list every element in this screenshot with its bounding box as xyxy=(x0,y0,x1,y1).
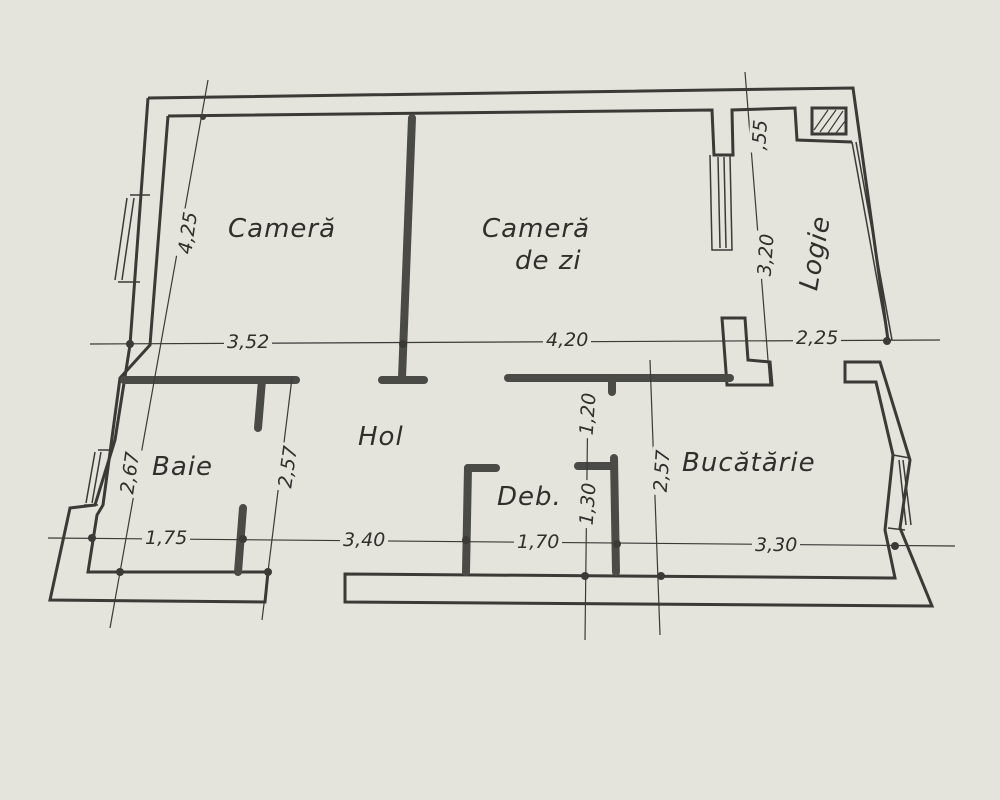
logie-door xyxy=(709,154,733,251)
dim-logie-top: ,55 xyxy=(747,116,773,154)
room-label-deb: Deb. xyxy=(497,482,562,512)
dim-camera-width: 3,52 xyxy=(224,331,273,353)
wall-camera-divider xyxy=(398,114,416,382)
inner-wall-top xyxy=(167,106,853,157)
dim-deb-width: 1,70 xyxy=(514,531,563,553)
chimney xyxy=(810,106,848,136)
dim-bucatarie-width: 3,30 xyxy=(752,534,801,556)
dim-hol-width: 3,40 xyxy=(340,529,389,551)
wall-deb-right xyxy=(610,454,620,576)
left-inner-wall xyxy=(86,115,268,574)
left-outer-wall xyxy=(48,97,270,604)
wall-deb-left xyxy=(462,464,472,576)
room-label-camera-de-zi-line1: Cameră xyxy=(482,214,591,244)
room-label-bucatarie: Bucătărie xyxy=(682,448,816,478)
dim-baie-width: 1,75 xyxy=(142,527,191,549)
room-label-baie: Baie xyxy=(152,452,213,482)
room-label-hol: Hol xyxy=(358,422,404,452)
dim-bucatarie-height: 2,57 xyxy=(649,446,675,496)
window-right xyxy=(887,454,912,531)
dim-hol-depth: 1,20 xyxy=(575,389,601,439)
dim-deb-depth: 1,30 xyxy=(575,479,601,529)
logie-right-wall xyxy=(851,141,893,341)
dim-logie-width: 2,25 xyxy=(793,327,842,349)
window-left-bottom xyxy=(84,449,112,506)
logie-step-wall xyxy=(720,316,774,387)
window-left-top xyxy=(114,194,150,283)
bottom-wall xyxy=(343,360,935,608)
room-label-camera-de-zi-line2: de zi xyxy=(515,246,582,276)
dim-logie-height: 3,20 xyxy=(753,230,779,280)
room-label-camera: Cameră xyxy=(228,214,337,244)
dim-camera-de-zi-width: 4,20 xyxy=(543,329,592,351)
